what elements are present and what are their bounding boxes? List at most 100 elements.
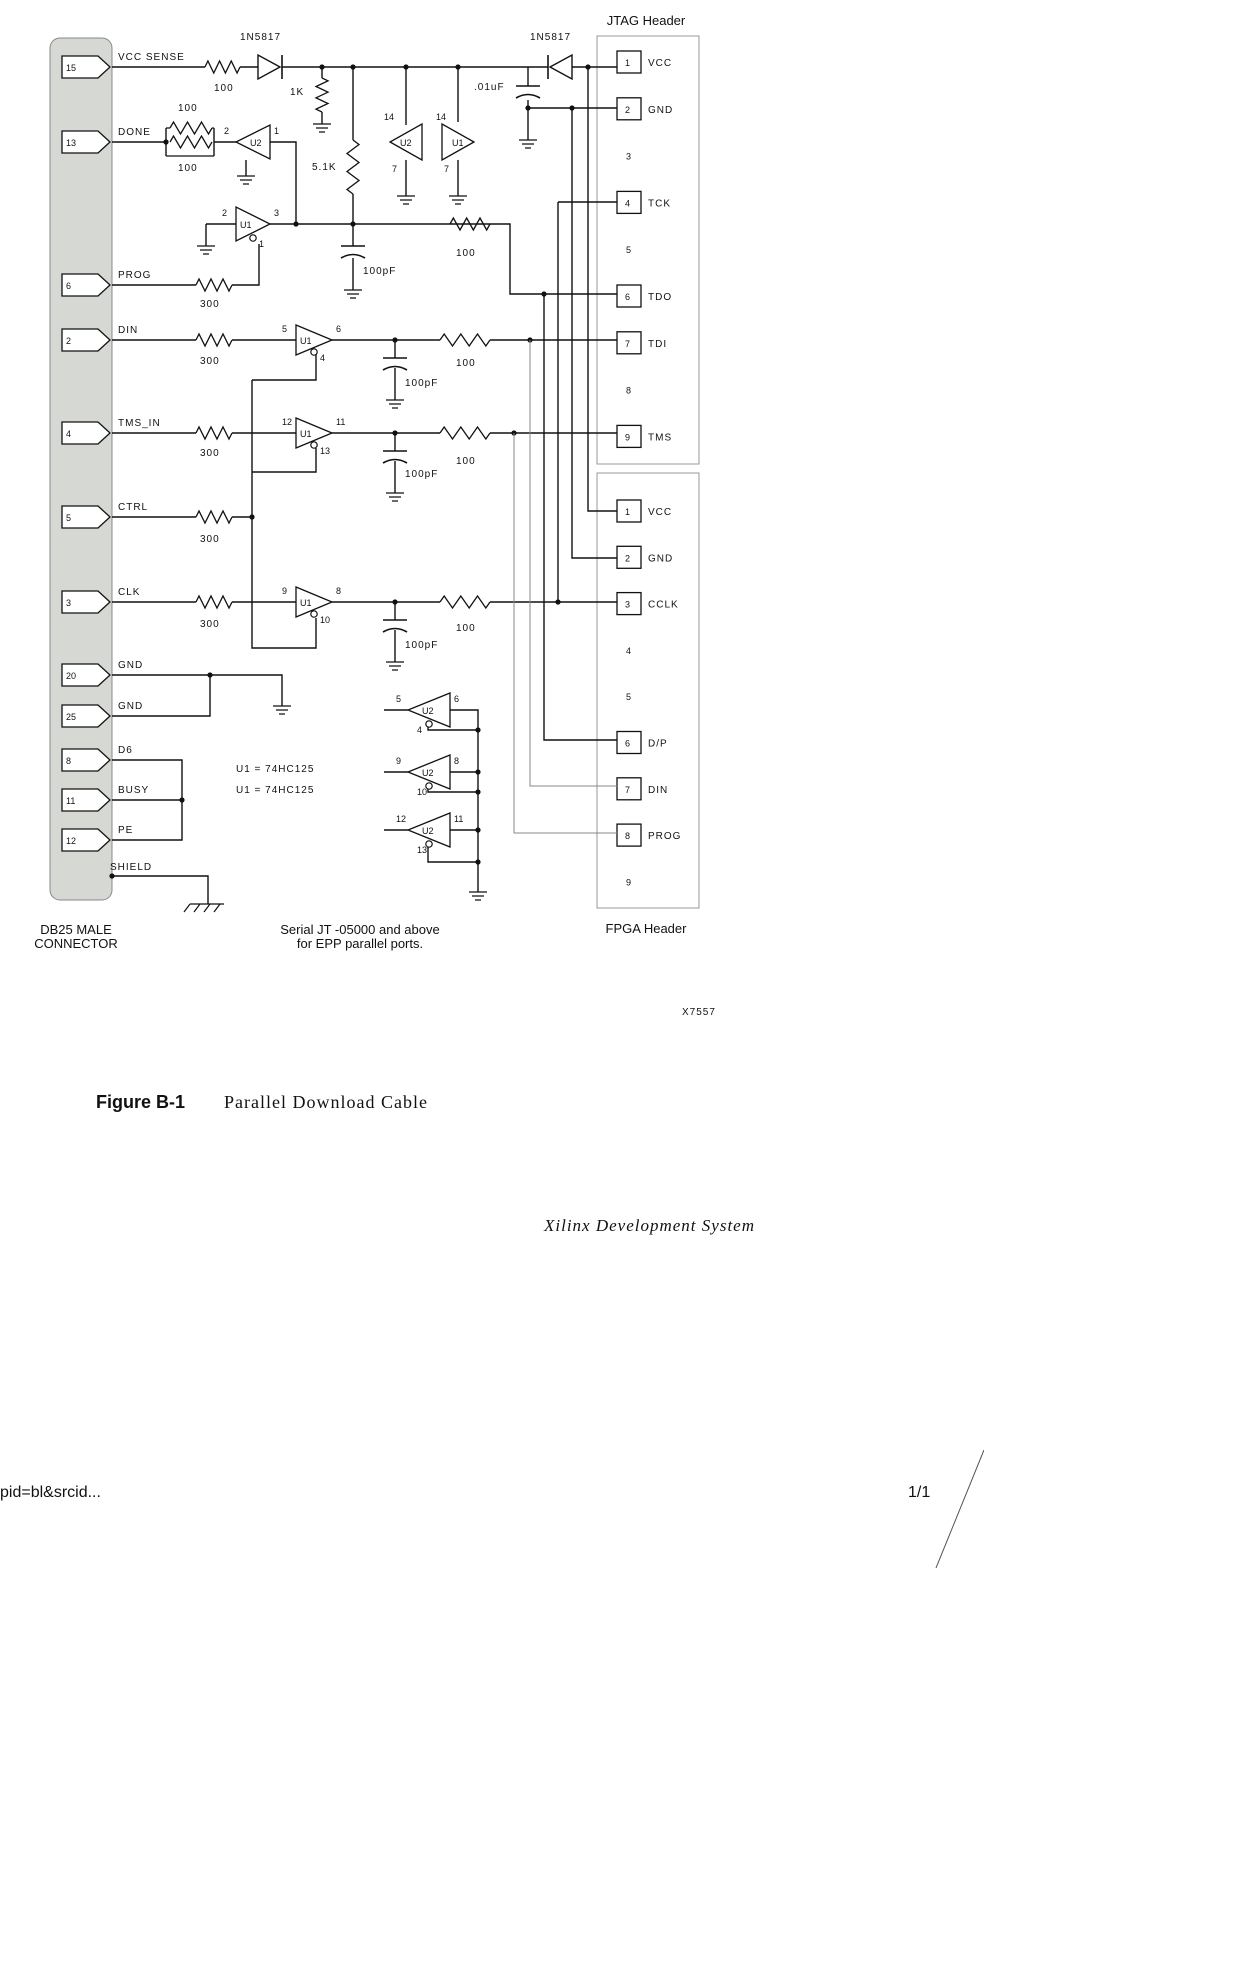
diode1-label: 1N5817 xyxy=(240,32,281,43)
r-prog-label: 300 xyxy=(200,299,220,310)
pin-number: 3 xyxy=(625,600,630,610)
gate-in-pin: 12 xyxy=(282,417,292,427)
pin-number: 2 xyxy=(625,105,630,115)
gate-name: U1 xyxy=(300,598,312,608)
resistor-vcc xyxy=(204,59,241,75)
footer-url-fragment: pid=bl&srcid... xyxy=(0,1484,101,1501)
jtag-header-box xyxy=(596,35,700,465)
cap-prog-label: 100pF xyxy=(363,266,396,277)
pin-signal-label: TMS_IN xyxy=(118,418,161,429)
pin-tab xyxy=(61,130,111,154)
din-fpga-bus xyxy=(529,340,617,787)
drawing-id: X7557 xyxy=(682,1007,716,1018)
gate-out-pin: 3 xyxy=(274,208,279,218)
pin-signal-label: TCK xyxy=(648,198,671,209)
done-wire xyxy=(112,141,297,224)
resistor-ctrl xyxy=(195,509,233,525)
ground-icon xyxy=(386,492,404,502)
pin-signal-label: D6 xyxy=(118,745,133,756)
gate-gnd-pin: 7 xyxy=(392,164,397,174)
jtag-pin-8: 8 xyxy=(626,386,631,396)
pin-signal-label: PROG xyxy=(648,831,681,842)
gnd-fpga-bus xyxy=(571,108,617,559)
gate-en-pin: 4 xyxy=(417,725,422,735)
gate-en-pin: 10 xyxy=(320,615,330,625)
gate-en-pin: 13 xyxy=(320,446,330,456)
pin-box xyxy=(616,591,642,616)
pin-signal-label: DONE xyxy=(118,127,151,138)
gate-en-pin: 10 xyxy=(417,787,427,797)
ground-icon xyxy=(273,705,291,715)
ground-icon xyxy=(237,175,255,185)
r-done-a-label: 100 xyxy=(178,103,198,114)
pin-signal-label: PROG xyxy=(118,270,151,281)
r-vcc-label: 100 xyxy=(214,83,234,94)
ground-icon xyxy=(313,123,331,133)
resistor-1k xyxy=(314,77,330,113)
pin-signal-label: DIN xyxy=(118,325,138,336)
fpga-pin-4: 4 xyxy=(626,646,631,656)
jtag-pin-3: 3 xyxy=(626,152,631,162)
gate-out-pin: 11 xyxy=(336,417,345,427)
u1-part-note: U1 = 74HC125 xyxy=(236,764,314,775)
cap-tms-label: 100pF xyxy=(405,469,438,480)
db25-pin-8: 8D6 xyxy=(61,745,133,772)
pin-signal-label: TMS xyxy=(648,432,672,443)
pin-number: 8 xyxy=(626,386,631,396)
pin-box xyxy=(616,730,642,755)
resistor-clk-out xyxy=(439,594,491,610)
gate-in-pin: 1 xyxy=(274,126,279,136)
pin-number: 11 xyxy=(66,796,75,806)
gate-triangle xyxy=(388,122,423,162)
ground-icon xyxy=(449,195,467,205)
pin-number: 1 xyxy=(625,58,630,68)
pin-tab xyxy=(61,788,111,812)
gate-in-pin: 6 xyxy=(454,694,459,704)
u2-part-note: U1 = 74HC125 xyxy=(236,785,314,796)
gate-name: U1 xyxy=(300,429,312,439)
ground-icon xyxy=(344,289,362,299)
resistor-prog xyxy=(195,277,233,293)
pin-signal-label: VCC SENSE xyxy=(118,52,185,63)
pin-number: 5 xyxy=(626,245,631,255)
resistor-done-a xyxy=(169,120,213,136)
gate-vcc-pin: 14 xyxy=(436,112,446,122)
ground-icon xyxy=(397,195,415,205)
shield-label: SHIELD xyxy=(110,862,152,873)
resistors xyxy=(166,59,491,610)
pin-number: 20 xyxy=(66,671,76,681)
pin-tab xyxy=(61,328,111,352)
connector-title-1: DB25 MALE xyxy=(40,922,112,937)
r-tdo-label: 100 xyxy=(456,248,476,259)
figure-caption: Parallel Download Cable xyxy=(224,1092,428,1112)
gate-triangle xyxy=(406,754,451,790)
pin-signal-label: BUSY xyxy=(118,785,149,796)
ground-icon xyxy=(519,139,537,149)
diode2-label: 1N5817 xyxy=(530,32,571,43)
r-tms-out-label: 100 xyxy=(456,456,476,467)
prog-fpga-bus xyxy=(513,433,617,834)
pin-signal-label: TDI xyxy=(648,339,667,350)
gate-in-pin: 5 xyxy=(282,324,287,334)
gate-name: U2 xyxy=(422,768,434,778)
resistor-tms xyxy=(195,425,233,441)
enable-bubble xyxy=(425,720,433,728)
tdo-dp-bus xyxy=(543,294,617,741)
pin-number: 7 xyxy=(625,785,630,795)
ground-symbols xyxy=(183,123,537,913)
pin-tab xyxy=(61,55,111,79)
cap01-label: .01uF xyxy=(474,82,505,93)
pin-number: 9 xyxy=(625,432,630,442)
connector-title-2: CONNECTOR xyxy=(34,936,118,951)
pin-tab xyxy=(61,828,111,852)
